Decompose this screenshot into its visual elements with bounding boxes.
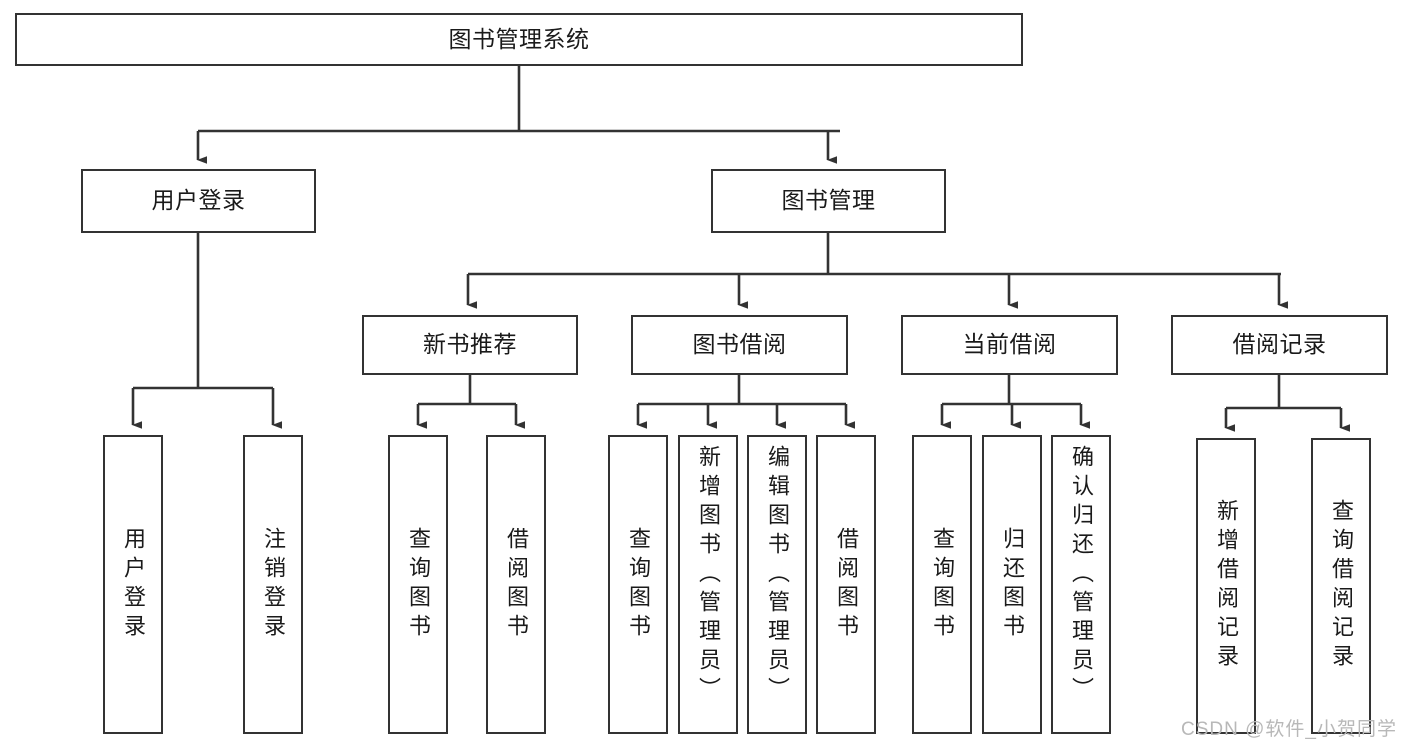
leaf-user-login[interactable]: 用户登录 xyxy=(103,435,163,734)
edge-bookmanage-to-level3 xyxy=(466,233,1288,309)
node-label: 图书管理 xyxy=(781,187,876,214)
edge-borrowrecord-to-leaves xyxy=(1224,375,1350,432)
node-label: 借阅图书 xyxy=(503,526,529,643)
node-label: 确认归还（管理员） xyxy=(1068,445,1094,706)
node-label: 编辑图书（管理员） xyxy=(764,445,790,706)
node-label: 新书推荐 xyxy=(423,331,517,358)
leaf-borrow-book[interactable]: 借阅图书 xyxy=(816,435,876,734)
node-book-borrow[interactable]: 图书借阅 xyxy=(631,315,848,375)
leaf-return-book[interactable]: 归还图书 xyxy=(982,435,1042,734)
leaf-edit-book[interactable]: 编辑图书（管理员） xyxy=(747,435,807,734)
node-current-borrow[interactable]: 当前借阅 xyxy=(901,315,1118,375)
node-label: 借阅记录 xyxy=(1232,331,1327,358)
node-label: 借阅图书 xyxy=(833,526,859,643)
node-label: 图书借阅 xyxy=(692,331,787,358)
leaf-confirm-return[interactable]: 确认归还（管理员） xyxy=(1051,435,1111,734)
csdn-watermark: CSDN @软件_小贺同学 xyxy=(1181,719,1397,740)
node-borrow-record[interactable]: 借阅记录 xyxy=(1171,315,1388,375)
leaf-query-record[interactable]: 查询借阅记录 xyxy=(1311,438,1371,734)
node-label: 查询借阅记录 xyxy=(1328,499,1354,673)
node-label: 注销登录 xyxy=(260,526,286,643)
edge-bookborrow-to-leaves xyxy=(636,375,855,429)
node-new-book-rec[interactable]: 新书推荐 xyxy=(362,315,578,375)
leaf-query-book-cur[interactable]: 查询图书 xyxy=(912,435,972,734)
node-root-system[interactable]: 图书管理系统 xyxy=(15,13,1023,66)
node-label: 查询图书 xyxy=(929,526,955,643)
leaf-query-book-rec[interactable]: 查询图书 xyxy=(388,435,448,734)
node-user-login[interactable]: 用户登录 xyxy=(81,169,316,233)
node-book-manage[interactable]: 图书管理 xyxy=(711,169,946,233)
leaf-query-book[interactable]: 查询图书 xyxy=(608,435,668,734)
node-label: 查询图书 xyxy=(405,526,431,643)
edge-userlogin-to-leaves xyxy=(131,233,282,429)
leaf-borrow-book-rec[interactable]: 借阅图书 xyxy=(486,435,546,734)
node-label: 当前借阅 xyxy=(962,331,1057,358)
leaf-logout[interactable]: 注销登录 xyxy=(243,435,303,734)
node-label: 新增图书（管理员） xyxy=(695,445,721,706)
node-label: 用户登录 xyxy=(120,526,146,643)
leaf-add-book[interactable]: 新增图书（管理员） xyxy=(678,435,738,734)
node-label: 图书管理系统 xyxy=(448,25,590,52)
node-label: 归还图书 xyxy=(999,526,1025,643)
edge-newbookrec-to-leaves xyxy=(416,375,525,429)
node-label: 用户登录 xyxy=(151,187,246,214)
edge-root-to-level2 xyxy=(196,66,840,164)
node-label: 新增借阅记录 xyxy=(1213,499,1239,673)
leaf-add-record[interactable]: 新增借阅记录 xyxy=(1196,438,1256,734)
node-label: 查询图书 xyxy=(625,526,651,643)
edge-currentborrow-to-leaves xyxy=(940,375,1090,429)
